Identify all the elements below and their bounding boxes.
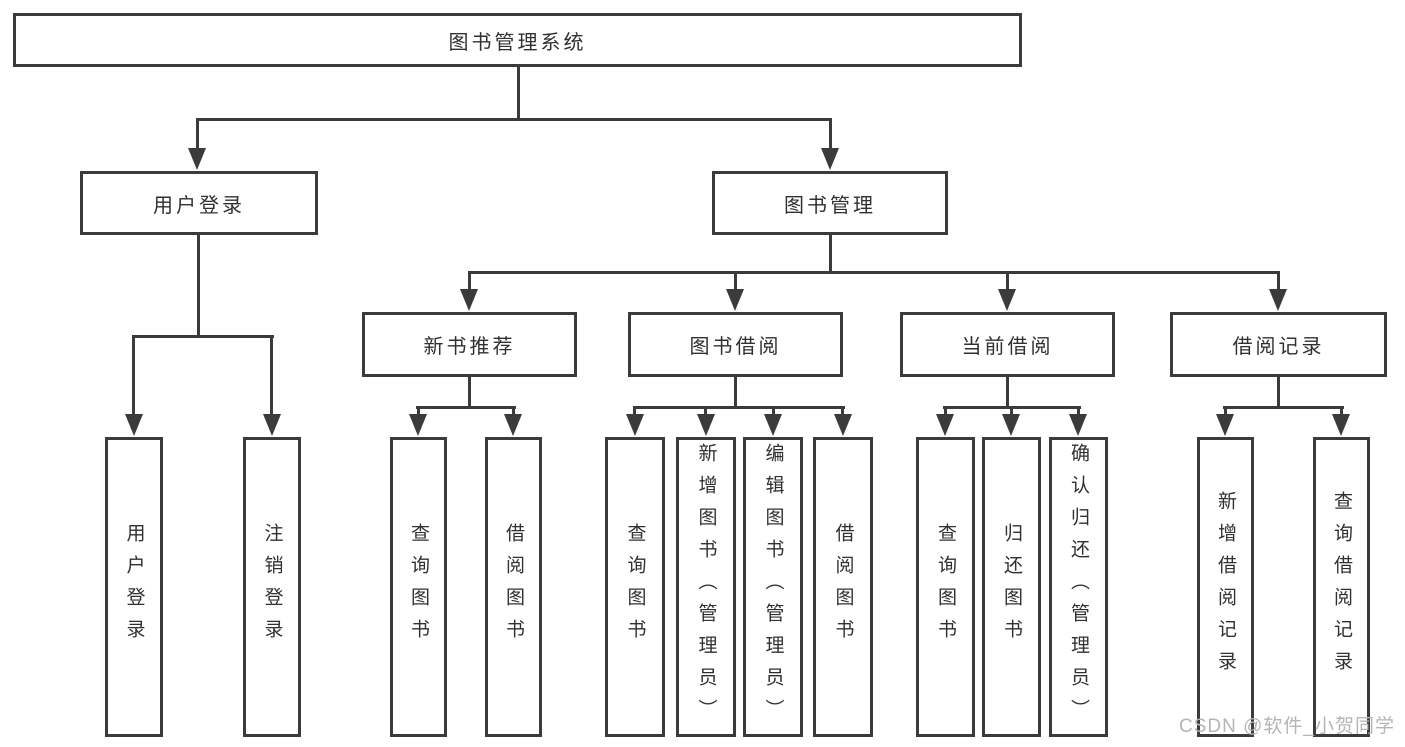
node-leaf-query-books-current: 查询图书	[916, 437, 975, 737]
node-leaf-query-books-current-label: 查询图书	[935, 523, 956, 651]
connector-line	[468, 271, 1280, 274]
connector-line	[633, 406, 845, 409]
connector-line	[196, 118, 832, 121]
node-current-borrowing-label: 当前借阅	[961, 336, 1054, 358]
connector-line	[1223, 406, 1344, 409]
node-current-borrowing: 当前借阅	[900, 312, 1115, 377]
connector-line	[517, 66, 520, 119]
arrow-down-icon	[1069, 414, 1087, 436]
arrow-down-icon	[998, 289, 1016, 311]
connector-line	[196, 118, 199, 151]
arrow-down-icon	[834, 414, 852, 436]
node-leaf-return-books-label: 归还图书	[1001, 523, 1022, 651]
node-root-label: 图书管理系统	[448, 31, 587, 54]
arrow-down-icon	[1332, 414, 1350, 436]
node-borrowing-records: 借阅记录	[1170, 312, 1387, 377]
arrow-down-icon	[460, 289, 478, 311]
arrow-down-icon	[626, 414, 644, 436]
node-leaf-add-borrow-record: 新增借阅记录	[1197, 437, 1254, 737]
node-leaf-borrow-books-borrowing-label: 借阅图书	[832, 523, 854, 651]
node-user-login-label: 用户登录	[153, 194, 245, 217]
arrow-down-icon	[125, 414, 143, 436]
node-book-borrowing-label: 图书借阅	[689, 336, 782, 358]
arrow-down-icon	[726, 289, 744, 311]
node-book-management: 图书管理	[712, 171, 948, 235]
node-leaf-borrow-books-recommend-label: 借阅图书	[503, 523, 524, 651]
node-leaf-borrow-books-recommend: 借阅图书	[485, 437, 542, 737]
connector-line	[944, 406, 947, 418]
connector-line	[1277, 377, 1280, 408]
arrow-down-icon	[409, 414, 427, 436]
node-new-book-recommend: 新书推荐	[362, 312, 577, 377]
node-new-book-recommend-label: 新书推荐	[423, 336, 516, 358]
connector-line	[1277, 271, 1280, 291]
connector-line	[197, 235, 200, 338]
node-leaf-query-borrow-record-label: 查询借阅记录	[1331, 491, 1352, 683]
arrow-down-icon	[504, 414, 522, 436]
connector-line	[270, 335, 273, 416]
node-book-borrowing: 图书借阅	[628, 312, 843, 377]
arrow-down-icon	[697, 414, 715, 436]
connector-line	[416, 406, 516, 409]
connector-line	[417, 406, 420, 418]
node-leaf-borrow-books-borrowing: 借阅图书	[813, 437, 873, 737]
connector-line	[512, 406, 515, 418]
connector-line	[468, 377, 471, 408]
node-root: 图书管理系统	[13, 13, 1022, 67]
connector-line	[132, 335, 274, 338]
node-leaf-add-borrow-record-label: 新增借阅记录	[1215, 491, 1236, 683]
node-leaf-return-books: 归还图书	[982, 437, 1041, 737]
arrow-down-icon	[821, 148, 839, 170]
connector-line	[633, 406, 636, 418]
connector-line	[1224, 406, 1227, 418]
node-leaf-logout-label: 注销登录	[261, 523, 283, 651]
node-book-management-label: 图书管理	[784, 194, 876, 217]
node-leaf-query-books-recommend-label: 查询图书	[408, 523, 429, 651]
node-leaf-add-books-admin-label: 新增图书（管理员）	[695, 443, 717, 731]
node-leaf-user-login-label: 用户登录	[123, 523, 145, 651]
arrow-down-icon	[764, 414, 782, 436]
connector-line	[704, 406, 707, 418]
arrow-down-icon	[1269, 289, 1287, 311]
node-leaf-confirm-return-admin-label: 确认归还（管理员）	[1068, 443, 1089, 731]
node-leaf-query-books-recommend: 查询图书	[390, 437, 447, 737]
connector-line	[829, 118, 832, 151]
connector-line	[132, 335, 135, 416]
arrow-down-icon	[188, 148, 206, 170]
connector-line	[734, 377, 737, 408]
node-leaf-logout: 注销登录	[243, 437, 301, 737]
node-leaf-confirm-return-admin: 确认归还（管理员）	[1049, 437, 1108, 737]
connector-line	[1006, 271, 1009, 291]
connector-line	[468, 271, 471, 291]
connector-line	[1010, 406, 1013, 418]
arrow-down-icon	[263, 414, 281, 436]
connector-line	[841, 406, 844, 418]
node-user-login: 用户登录	[80, 171, 318, 235]
connector-line	[1006, 377, 1009, 408]
arrow-down-icon	[1216, 414, 1234, 436]
arrow-down-icon	[1002, 414, 1020, 436]
node-leaf-add-books-admin: 新增图书（管理员）	[676, 437, 736, 737]
connector-line	[1077, 406, 1080, 418]
csdn-watermark: CSDN @软件_小贺同学	[1179, 716, 1395, 737]
node-leaf-edit-books-admin-label: 编辑图书（管理员）	[762, 443, 784, 731]
node-leaf-query-books-borrowing-label: 查询图书	[624, 523, 646, 651]
connector-line	[734, 271, 737, 291]
node-borrowing-records-label: 借阅记录	[1232, 336, 1325, 358]
node-leaf-edit-books-admin: 编辑图书（管理员）	[743, 437, 803, 737]
connector-line	[829, 235, 832, 274]
node-leaf-user-login: 用户登录	[105, 437, 163, 737]
connector-line	[772, 406, 775, 418]
connector-line	[1340, 406, 1343, 418]
arrow-down-icon	[936, 414, 954, 436]
node-leaf-query-borrow-record: 查询借阅记录	[1313, 437, 1370, 737]
node-leaf-query-books-borrowing: 查询图书	[605, 437, 665, 737]
